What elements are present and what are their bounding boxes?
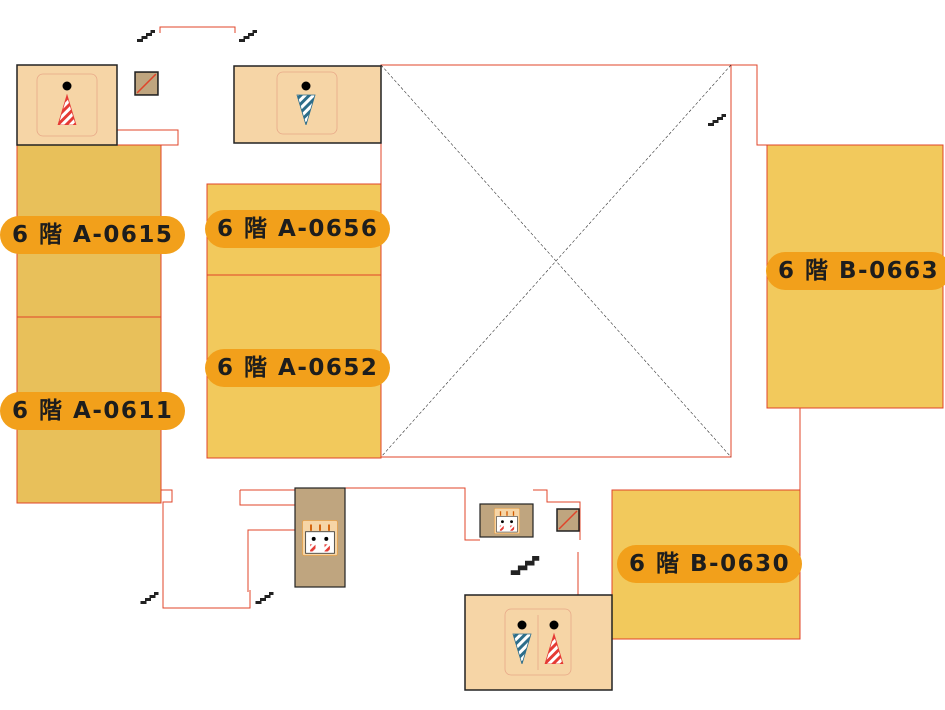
- restroom-south[interactable]: [464, 594, 613, 691]
- room-label-b0630[interactable]: 6 階 B-0630: [617, 545, 803, 583]
- stairs-icon[interactable]: [239, 30, 257, 42]
- room-label-a0656[interactable]: 6 階 A-0656: [205, 210, 391, 248]
- stairs-icon[interactable]: [255, 592, 274, 604]
- atrium-void: [380, 64, 732, 458]
- restroom-female-west[interactable]: [16, 64, 118, 146]
- room-label-a0615[interactable]: 6 階 A-0615: [0, 216, 186, 254]
- elevator-icon: [494, 507, 520, 535]
- no-entry-icon: [556, 508, 580, 532]
- elevator-west[interactable]: [294, 487, 346, 588]
- no-entry-icon: [134, 71, 159, 96]
- stairs-icon[interactable]: [510, 556, 540, 575]
- stairs-icon[interactable]: [140, 592, 159, 604]
- room-label-b0663[interactable]: 6 階 B-0663: [766, 252, 945, 290]
- elevator-icon: [302, 520, 338, 556]
- restroom-male-north[interactable]: [233, 65, 382, 144]
- room-label-a0652[interactable]: 6 階 A-0652: [205, 349, 391, 387]
- room-label-a0611[interactable]: 6 階 A-0611: [0, 392, 186, 430]
- stairs-icon[interactable]: [137, 30, 155, 42]
- elevator-east[interactable]: [479, 503, 534, 538]
